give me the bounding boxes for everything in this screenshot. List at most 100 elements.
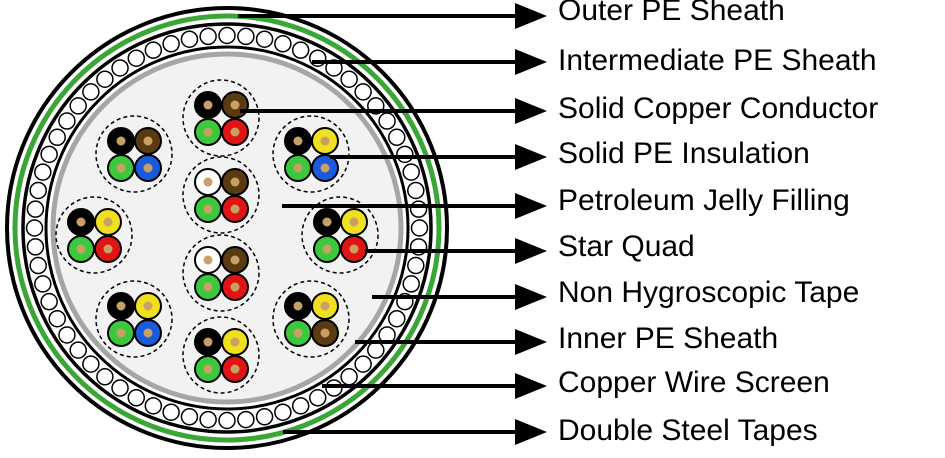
screen-wire [388, 128, 406, 147]
screen-wire [34, 163, 52, 181]
screen-wire [144, 397, 163, 415]
copper-conductor [349, 244, 359, 254]
copper-conductor [143, 328, 153, 338]
screen-wire [180, 30, 199, 48]
callout-solid-copper-conductor [240, 98, 547, 124]
screen-wire [308, 389, 327, 407]
arrow-head-icon [515, 49, 547, 75]
screen-wire [180, 408, 199, 426]
screen-wire [96, 70, 114, 88]
screen-wire [378, 112, 396, 130]
screen-wire [48, 309, 66, 328]
cable-cross-section [5, 6, 449, 450]
copper-conductor [203, 127, 213, 137]
quad-top [182, 79, 260, 157]
screen-wire [237, 27, 255, 46]
screen-wire [162, 35, 180, 53]
copper-conductor [230, 177, 240, 187]
copper-conductor [143, 163, 153, 173]
copper-conductor [230, 364, 240, 374]
label-solid-copper-conductor: Solid Copper Conductor [558, 92, 878, 125]
copper-conductor [322, 217, 332, 227]
callout-copper-wire-screen [322, 373, 547, 399]
copper-conductor [76, 217, 86, 227]
copper-conductor [103, 217, 113, 227]
screen-wire [127, 49, 146, 67]
screen-wire [82, 83, 100, 101]
screen-wire [40, 145, 58, 164]
screen-wire [199, 410, 217, 429]
inner-pe-sheath-ring [44, 45, 410, 411]
screen-wire [29, 181, 47, 200]
screen-wire [144, 41, 163, 59]
screen-wire [34, 275, 52, 293]
copper-conductor [293, 136, 303, 146]
screen-wire [354, 355, 372, 373]
callout-star-quad [365, 238, 547, 264]
copper-conductor [203, 204, 213, 214]
intermediate-pe-sheath-ring [21, 22, 433, 434]
copper-conductor [230, 127, 240, 137]
screen-wire [402, 275, 420, 293]
screen-wire [407, 256, 425, 275]
copper-conductor [349, 217, 359, 227]
arrow-head-icon [515, 373, 547, 399]
screen-wire [58, 112, 76, 130]
quad-center-upper [182, 156, 260, 234]
arrow-head-icon [515, 419, 547, 445]
quad-dashed-outline [301, 196, 379, 274]
screen-wire [69, 97, 87, 115]
quad-dashed-outline [182, 316, 260, 394]
quad-dashed-outline [272, 280, 350, 358]
screen-wire [388, 309, 406, 328]
copper-conductor [230, 255, 240, 265]
screen-wire [58, 326, 76, 344]
copper-conductor [320, 136, 330, 146]
quad-dashed-outline [55, 196, 133, 274]
copper-conductor [76, 244, 86, 254]
callout-double-steel-tapes [283, 419, 547, 445]
screen-wire [407, 181, 425, 200]
screen-wire [255, 408, 274, 426]
screen-wire [340, 368, 358, 386]
quad-dashed-outline [182, 156, 260, 234]
quad-bottom [182, 316, 260, 394]
copper-conductor [320, 301, 330, 311]
copper-conductor [203, 177, 213, 187]
screen-wire [409, 200, 428, 218]
quad-upper-right [272, 115, 350, 193]
arrow-head-icon [515, 193, 547, 219]
copper-conductor [116, 301, 126, 311]
arrow-head-icon [515, 98, 547, 124]
quad-center-lower [182, 234, 260, 312]
arrow-head-icon [515, 3, 547, 29]
label-star-quad: Star Quad [558, 230, 695, 263]
copper-conductor [203, 337, 213, 347]
screen-wire [82, 355, 100, 373]
screen-wire [354, 83, 372, 101]
screen-wire [291, 397, 310, 415]
quad-upper-left [95, 115, 173, 193]
screen-wire [274, 35, 292, 53]
callout-petroleum-jelly-filling [282, 193, 547, 219]
quad-dashed-outline [182, 79, 260, 157]
quad-lower-right [272, 280, 350, 358]
arrow-head-icon [515, 329, 547, 355]
screen-wire [111, 379, 129, 397]
screen-wire [199, 27, 217, 46]
screen-wire [40, 292, 58, 311]
quad-right [301, 196, 379, 274]
callout-solid-pe-insulation [330, 144, 547, 170]
screen-wire [325, 379, 343, 397]
label-double-steel-tapes: Double Steel Tapes [558, 414, 818, 447]
screen-wire [340, 70, 358, 88]
copper-conductor [116, 136, 126, 146]
screen-wire [162, 403, 180, 421]
copper-conductor [143, 136, 153, 146]
quad-left [55, 196, 133, 274]
copper-conductor [230, 282, 240, 292]
quad-lower-left [95, 280, 173, 358]
copper-conductor [322, 244, 332, 254]
screen-wire [127, 389, 146, 407]
